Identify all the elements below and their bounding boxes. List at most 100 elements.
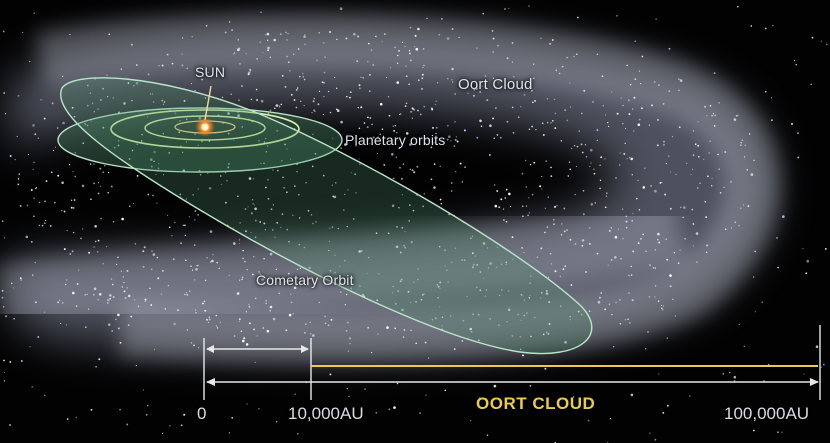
star: [663, 140, 665, 143]
star: [17, 95, 20, 97]
star: [423, 64, 425, 67]
star: [576, 145, 579, 148]
star: [163, 101, 166, 103]
star: [183, 413, 186, 416]
star: [137, 305, 140, 308]
star: [118, 327, 120, 330]
star: [649, 432, 651, 434]
star: [544, 367, 547, 370]
star: [528, 128, 531, 131]
star: [531, 89, 533, 92]
star: [648, 124, 650, 126]
star: [772, 24, 774, 27]
star: [258, 408, 260, 410]
star: [553, 98, 556, 101]
star: [112, 97, 114, 99]
star: [560, 223, 563, 225]
star: [679, 79, 683, 82]
star: [323, 42, 325, 44]
star: [592, 101, 594, 103]
star: [308, 266, 311, 270]
star: [408, 49, 411, 52]
star: [99, 185, 102, 188]
star: [546, 98, 549, 100]
star: [124, 297, 127, 299]
star: [206, 318, 208, 321]
star: [278, 292, 280, 295]
star: [74, 175, 77, 178]
star: [668, 90, 671, 92]
star: [547, 276, 550, 278]
star: [482, 12, 485, 15]
star: [155, 173, 157, 176]
star: [339, 265, 341, 267]
star: [593, 172, 596, 175]
star: [1, 220, 4, 222]
star: [334, 254, 336, 256]
star: [733, 375, 737, 379]
star: [287, 61, 290, 64]
star: [288, 272, 290, 275]
star: [193, 344, 195, 347]
star: [805, 272, 808, 275]
star: [795, 63, 797, 66]
star: [777, 431, 779, 433]
star: [286, 55, 288, 58]
star: [303, 35, 306, 38]
star: [771, 97, 773, 99]
star: [70, 206, 73, 209]
star: [617, 228, 620, 230]
star: [436, 82, 439, 84]
star: [38, 224, 41, 227]
star: [396, 62, 399, 64]
star: [322, 113, 325, 116]
star: [740, 207, 742, 209]
star: [233, 53, 235, 55]
star: [433, 142, 435, 144]
star: [274, 236, 276, 238]
star: [205, 24, 208, 27]
star: [607, 264, 609, 266]
star: [651, 104, 653, 107]
star: [353, 218, 355, 220]
star: [297, 433, 299, 435]
star: [549, 252, 552, 255]
star: [185, 259, 187, 261]
star: [150, 158, 153, 161]
star: [241, 278, 243, 281]
star: [422, 205, 424, 208]
star: [265, 299, 267, 302]
star: [267, 178, 269, 181]
star: [641, 107, 643, 110]
star: [195, 312, 197, 314]
star: [399, 113, 401, 116]
star: [629, 156, 631, 159]
star: [226, 180, 228, 182]
star: [107, 298, 110, 302]
star: [289, 70, 291, 72]
star: [550, 263, 553, 265]
star: [408, 220, 411, 222]
star: [157, 277, 159, 280]
star: [569, 168, 571, 171]
star: [102, 126, 105, 129]
star: [658, 84, 660, 86]
star: [208, 316, 210, 318]
star: [470, 237, 472, 240]
star: [95, 366, 97, 368]
star: [133, 84, 135, 87]
star: [299, 267, 301, 269]
star: [87, 84, 89, 87]
star: [495, 107, 497, 109]
star: [117, 144, 120, 147]
star: [750, 173, 754, 176]
star: [697, 121, 699, 123]
star: [344, 193, 346, 196]
star: [777, 266, 779, 269]
star: [167, 214, 169, 216]
star: [464, 166, 466, 169]
star: [290, 301, 293, 304]
star: [38, 201, 41, 204]
star: [493, 184, 496, 186]
star: [632, 213, 634, 215]
